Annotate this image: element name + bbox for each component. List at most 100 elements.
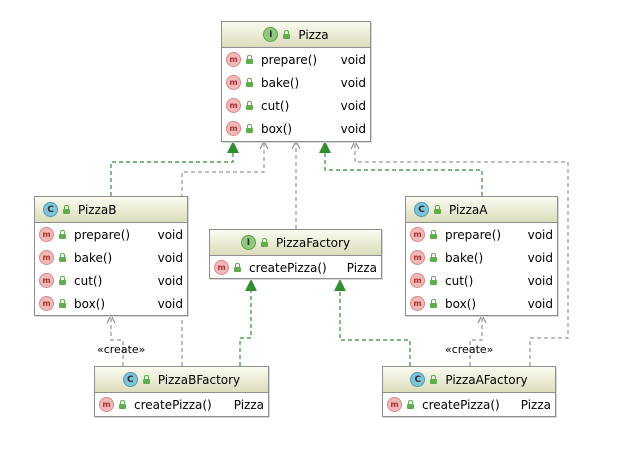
realization-line-pizzaa-pizza: [324, 152, 483, 196]
method-row[interactable]: m box() void: [35, 292, 187, 315]
class-pizzabfactory[interactable]: C PizzaBFactory m createPizza() Pizza: [94, 366, 269, 417]
class-icon: C: [414, 202, 429, 217]
method-row[interactable]: m prepare() void: [406, 223, 557, 246]
method-name: createPizza(): [249, 260, 327, 275]
method-row[interactable]: m box() void: [406, 292, 557, 315]
lock-icon: [58, 229, 67, 240]
method-type: Pizza: [233, 397, 264, 412]
lock-icon: [245, 123, 254, 134]
method-row[interactable]: m cut() void: [35, 269, 187, 292]
class-header: I Pizza: [222, 22, 370, 48]
class-icon: C: [410, 372, 426, 387]
realization-line-pizzabfactory-pizzafactory: [239, 290, 252, 366]
class-header: C PizzaA: [406, 197, 557, 223]
method-name: bake(): [261, 75, 300, 90]
method-row[interactable]: m prepare() void: [222, 48, 370, 71]
method-icon: m: [99, 397, 114, 412]
class-icon: C: [43, 202, 58, 217]
method-row[interactable]: m createPizza() Pizza: [95, 393, 268, 416]
method-icon: m: [39, 296, 54, 311]
class-pizzaafactory[interactable]: C PizzaAFactory m createPizza() Pizza: [382, 366, 556, 417]
method-icon: m: [410, 227, 425, 242]
method-row[interactable]: m bake() void: [35, 246, 187, 269]
method-name: prepare(): [261, 52, 318, 67]
method-type: void: [340, 98, 366, 113]
method-type: void: [157, 227, 183, 242]
method-type: void: [157, 250, 183, 265]
method-type: void: [527, 296, 553, 311]
method-type: void: [340, 52, 366, 67]
method-name: prepare(): [74, 227, 131, 242]
realization-line-pizzab-pizza: [110, 152, 234, 196]
create-stereotype-label: «create»: [445, 343, 494, 356]
method-icon: m: [39, 250, 54, 265]
method-icon: m: [226, 121, 241, 136]
method-type: void: [340, 75, 366, 90]
lock-icon: [58, 298, 67, 309]
method-icon: m: [39, 273, 54, 288]
method-name: box(): [74, 296, 106, 311]
method-name: prepare(): [445, 227, 502, 242]
class-pizzaa[interactable]: C PizzaA m prepare() void m bake() void …: [405, 196, 558, 316]
lock-icon: [406, 399, 415, 410]
dependency-line-pizzaafactory-pizzaa: [469, 316, 483, 366]
class-pizzafactory[interactable]: I PizzaFactory m createPizza() Pizza: [209, 229, 382, 279]
lock-icon: [245, 54, 254, 65]
method-name: cut(): [74, 273, 103, 288]
class-name: Pizza: [298, 27, 329, 42]
method-type: Pizza: [346, 260, 377, 275]
lock-icon: [62, 204, 71, 215]
lock-icon: [429, 229, 438, 240]
method-row[interactable]: m cut() void: [222, 94, 370, 117]
method-type: void: [340, 121, 366, 136]
method-type: void: [157, 296, 183, 311]
lock-icon: [429, 298, 438, 309]
realization-arrowhead-pizzaa: [319, 141, 331, 153]
class-pizzab[interactable]: C PizzaB m prepare() void m bake() void …: [34, 196, 188, 316]
lock-icon: [58, 275, 67, 286]
class-name: PizzaFactory: [275, 235, 351, 250]
lock-icon: [429, 252, 438, 263]
method-row[interactable]: m bake() void: [406, 246, 557, 269]
method-icon: m: [226, 98, 241, 113]
class-name: PizzaAFactory: [445, 372, 528, 387]
method-icon: m: [226, 52, 241, 67]
lock-icon: [233, 262, 242, 273]
lock-icon: [118, 399, 127, 410]
method-name: cut(): [445, 273, 474, 288]
interface-icon: I: [240, 235, 256, 250]
method-icon: m: [214, 260, 229, 275]
class-pizza[interactable]: I Pizza m prepare() void m bake() void m…: [221, 21, 371, 142]
lock-icon: [282, 29, 291, 40]
realization-arrowhead-pizzabfactory: [245, 279, 257, 291]
class-name: PizzaA: [449, 202, 488, 217]
method-row[interactable]: m bake() void: [222, 71, 370, 94]
method-row[interactable]: m createPizza() Pizza: [210, 256, 381, 279]
lock-icon: [58, 252, 67, 263]
method-icon: m: [410, 296, 425, 311]
dependency-line-pizzabfactory-pizzab: [110, 316, 124, 366]
method-type: void: [527, 227, 553, 242]
method-name: createPizza(): [134, 397, 212, 412]
class-header: C PizzaB: [35, 197, 187, 223]
method-row[interactable]: m createPizza() Pizza: [383, 393, 555, 416]
lock-icon: [433, 204, 442, 215]
class-header: C PizzaBFactory: [95, 367, 268, 393]
realization-arrowhead-pizzab: [227, 141, 239, 153]
method-type: void: [527, 273, 553, 288]
class-header: C PizzaAFactory: [383, 367, 555, 393]
method-row[interactable]: m box() void: [222, 117, 370, 140]
method-row[interactable]: m prepare() void: [35, 223, 187, 246]
realization-line-pizzaafactory-pizzafactory: [339, 290, 411, 366]
dependency-line-pizzaafactory-pizza: [354, 142, 569, 366]
lock-icon: [429, 374, 438, 385]
method-name: createPizza(): [422, 397, 500, 412]
realization-arrowhead-pizzaafactory: [334, 279, 346, 291]
lock-icon: [429, 275, 438, 286]
method-name: cut(): [261, 98, 290, 113]
class-name: PizzaB: [78, 202, 117, 217]
lock-icon: [260, 237, 269, 248]
class-icon: C: [122, 372, 138, 387]
method-row[interactable]: m cut() void: [406, 269, 557, 292]
